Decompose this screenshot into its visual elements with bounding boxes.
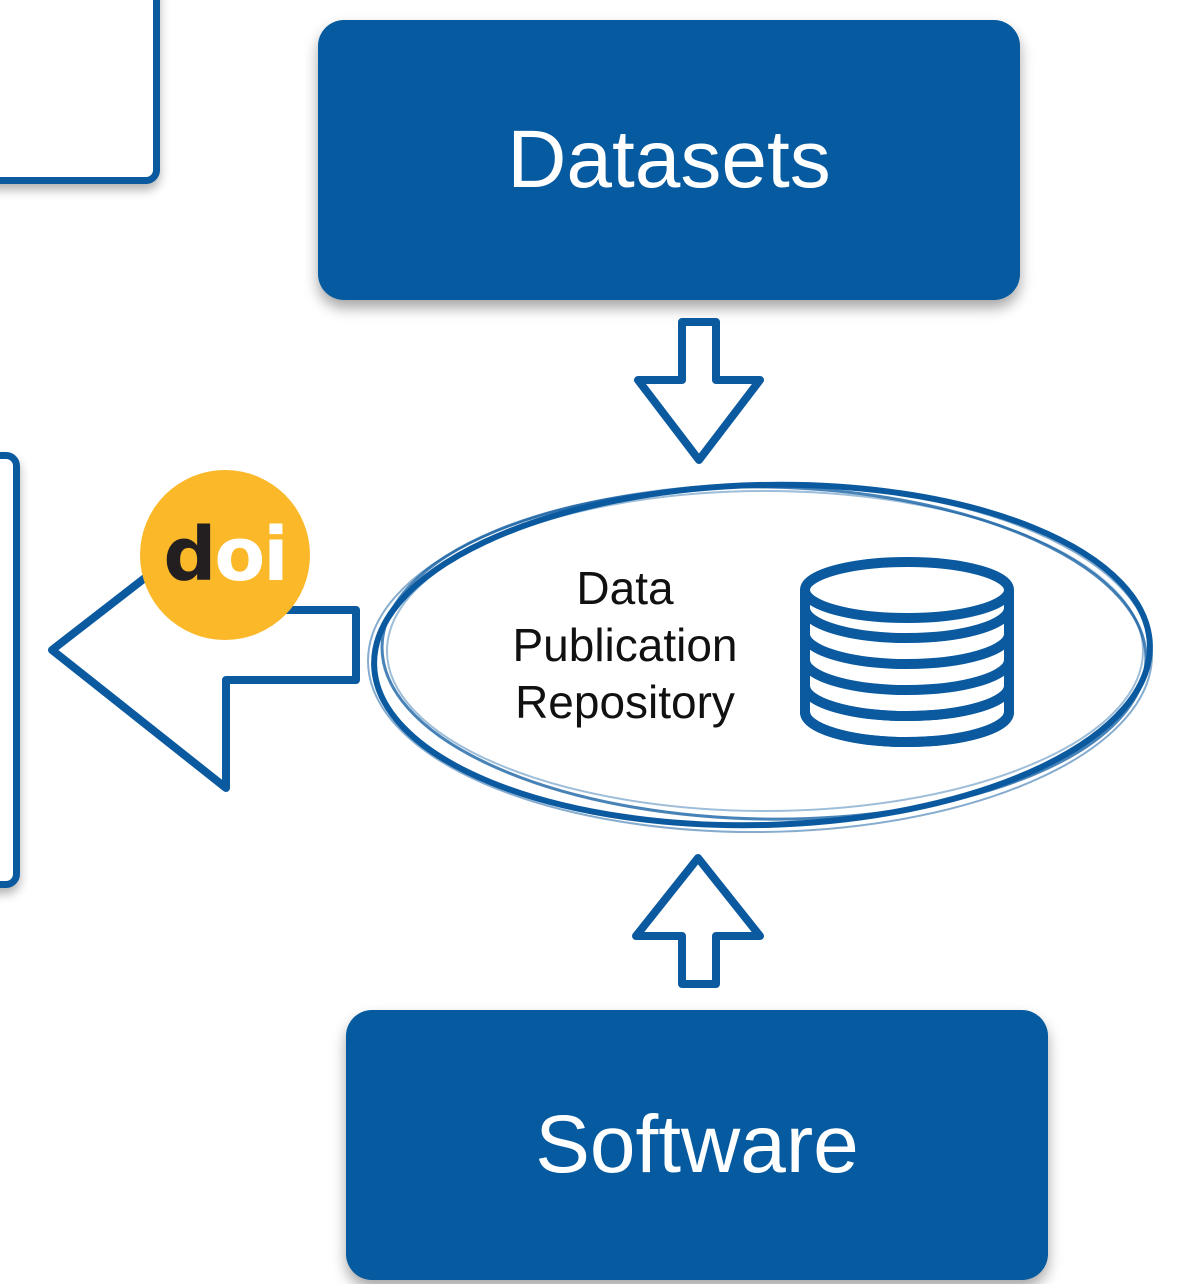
repository-ellipse — [367, 481, 1153, 834]
datasets-label: Datasets — [507, 114, 831, 205]
repository-label-line-3: Repository — [515, 676, 735, 728]
downstream-box — [0, 452, 20, 888]
repository-label: Data Publication Repository — [455, 560, 795, 731]
doi-logo-oi: oi — [214, 512, 288, 598]
datasets-box: Datasets — [318, 20, 1020, 300]
database-icon — [800, 557, 1014, 747]
software-label: Software — [535, 1099, 859, 1190]
repository-label-line-1: Data — [576, 562, 674, 614]
software-box: Software — [346, 1010, 1048, 1280]
repository-label-line-2: Publication — [512, 619, 738, 671]
upstream-box — [0, 0, 160, 184]
down-arrow-icon — [634, 318, 764, 464]
up-arrow-icon — [632, 854, 764, 988]
doi-logo-d: d — [163, 512, 216, 598]
